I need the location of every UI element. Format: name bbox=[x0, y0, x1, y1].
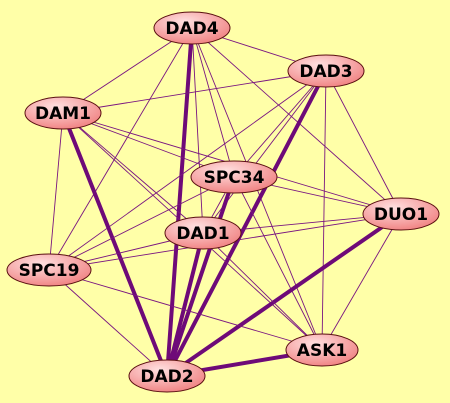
node-dad1[interactable]: DAD1 bbox=[164, 216, 242, 250]
edge-dad4-dad1 bbox=[191, 27, 204, 234]
node-ellipse bbox=[128, 359, 206, 393]
node-dad2[interactable]: DAD2 bbox=[128, 359, 206, 393]
edge-dad1-dad2 bbox=[165, 231, 205, 378]
node-ellipse bbox=[164, 216, 242, 250]
node-label: SPC19 bbox=[19, 261, 80, 281]
node-ellipse bbox=[287, 54, 365, 88]
node-label: ASK1 bbox=[297, 341, 347, 361]
node-ellipse bbox=[190, 160, 278, 194]
node-spc34[interactable]: SPC34 bbox=[190, 160, 278, 194]
edge-dad3-dam1 bbox=[62, 70, 327, 114]
edge-spc19-dad2 bbox=[48, 269, 168, 377]
edge-spc34-dad2 bbox=[165, 175, 236, 378]
node-ellipse bbox=[362, 197, 440, 231]
edge-dad4-spc34 bbox=[191, 27, 235, 178]
node-label: DAD2 bbox=[140, 367, 193, 387]
edge-dad4-dad2 bbox=[165, 26, 194, 378]
node-ellipse bbox=[153, 11, 231, 45]
edge-dad3-spc34 bbox=[233, 70, 327, 178]
edge-dad3-ask1 bbox=[321, 70, 327, 351]
edge-dad3-spc19 bbox=[48, 70, 327, 271]
node-ellipse bbox=[285, 333, 359, 367]
edge-spc34-ask1 bbox=[233, 176, 323, 351]
node-dam1[interactable]: DAM1 bbox=[24, 96, 102, 130]
node-spc19[interactable]: SPC19 bbox=[6, 253, 92, 287]
edge-dad3-dad2 bbox=[165, 69, 328, 378]
node-ellipse bbox=[24, 96, 102, 130]
node-label: SPC34 bbox=[204, 168, 265, 188]
edge-spc19-ask1 bbox=[48, 269, 323, 351]
edge-duo1-ask1 bbox=[321, 213, 402, 351]
node-ellipse bbox=[6, 253, 92, 287]
edge-dad4-dam1 bbox=[62, 27, 193, 114]
node-label: DAD4 bbox=[165, 19, 218, 39]
edge-dam1-dad2 bbox=[61, 111, 169, 378]
edge-spc34-spc19 bbox=[48, 176, 235, 271]
edge-dad3-duo1 bbox=[325, 70, 402, 215]
node-label: DUO1 bbox=[374, 205, 428, 225]
node-ask1[interactable]: ASK1 bbox=[285, 333, 359, 367]
edge-duo1-dad2 bbox=[165, 212, 403, 378]
edge-dad4-duo1 bbox=[191, 27, 402, 215]
node-dad3[interactable]: DAD3 bbox=[287, 54, 365, 88]
edge-dam1-spc19 bbox=[48, 112, 64, 271]
node-label: DAM1 bbox=[35, 104, 91, 124]
node-label: DAD1 bbox=[176, 224, 229, 244]
node-label: DAD3 bbox=[299, 62, 352, 82]
node-dad4[interactable]: DAD4 bbox=[153, 11, 231, 45]
node-duo1[interactable]: DUO1 bbox=[362, 197, 440, 231]
edge-dad1-ask1 bbox=[202, 232, 323, 351]
edge-dam1-dad1 bbox=[62, 112, 204, 234]
edge-dad4-spc19 bbox=[48, 27, 193, 271]
